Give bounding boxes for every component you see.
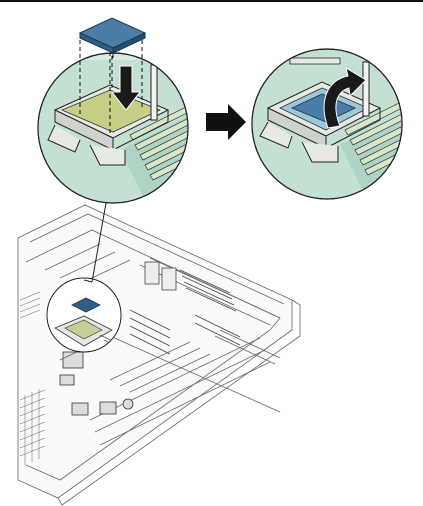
installed-processor — [290, 93, 357, 123]
top-rule — [0, 0, 423, 2]
server-chassis — [17, 204, 301, 506]
down-arrow-icon — [110, 65, 142, 111]
panel-insert-cpu — [37, 17, 189, 204]
socket-callout — [46, 277, 122, 353]
processor — [78, 17, 147, 54]
right-arrow-icon — [206, 104, 246, 140]
rotate-arrow-icon — [323, 66, 367, 129]
panel-close-lever — [251, 48, 403, 200]
small-processor — [71, 297, 101, 313]
leader-line — [91, 202, 107, 283]
